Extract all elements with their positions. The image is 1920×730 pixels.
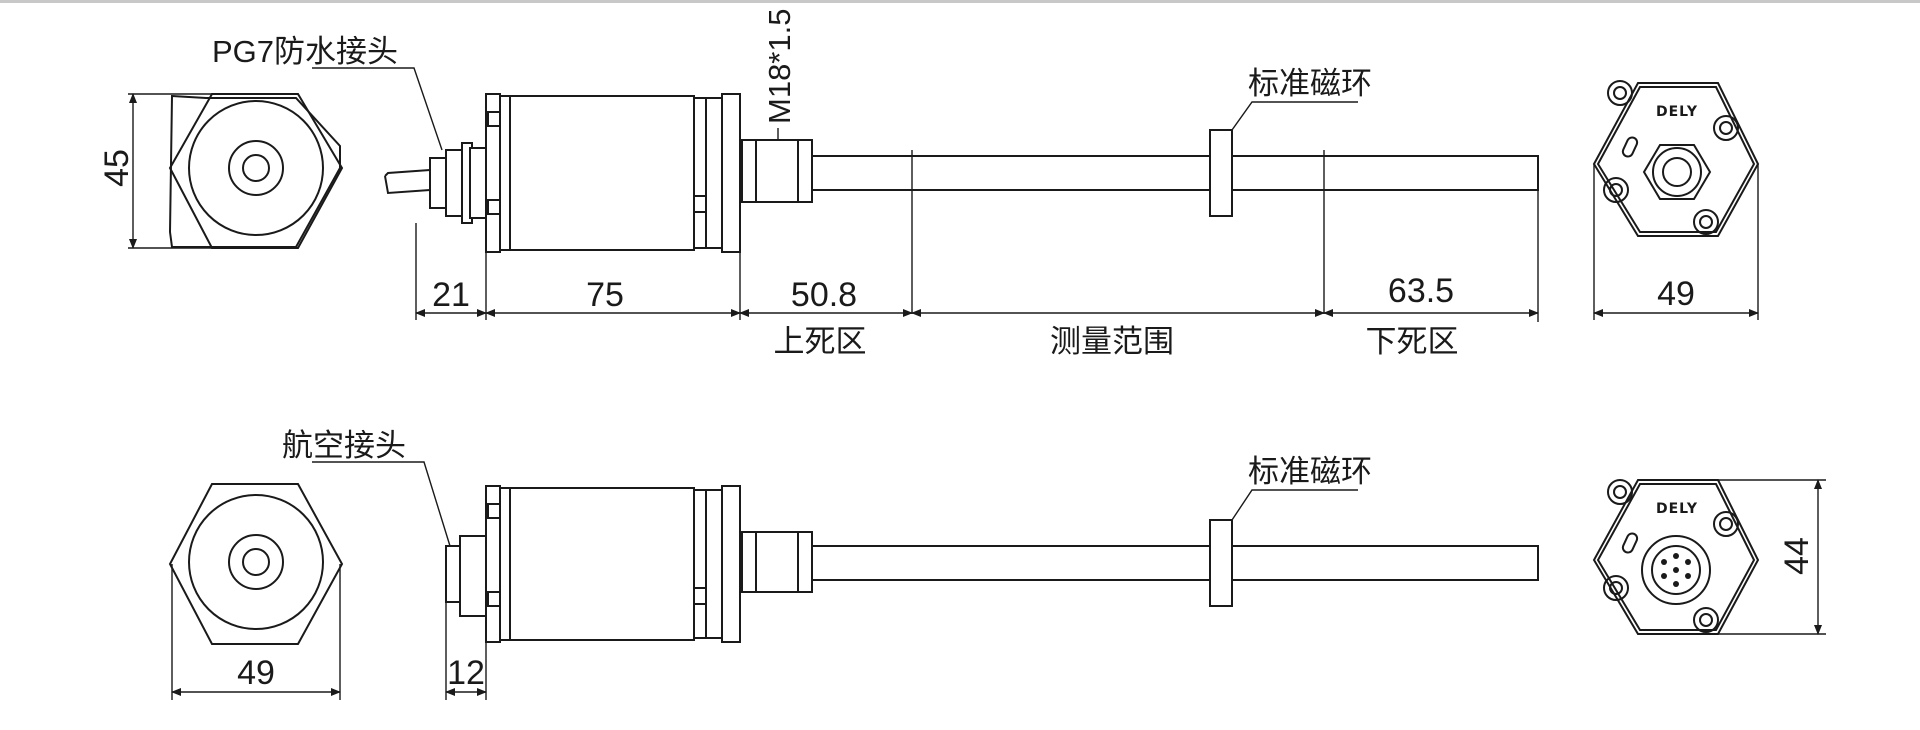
pg7-connector-label: PG7防水接头 xyxy=(212,34,398,69)
zone-upper-dead: 上死区 xyxy=(774,324,867,359)
top-dimension-chain: 21 75 50.8 63.5 上死区 测量范围 下死区 xyxy=(415,223,1539,359)
top-view: 45 xyxy=(98,9,1760,359)
dim-hex-height: 45 xyxy=(98,149,136,187)
pg7-connector xyxy=(384,142,489,224)
dim-lower-dead: 63.5 xyxy=(1388,272,1454,310)
dim-hex-width: 49 xyxy=(237,654,275,692)
aviation-connector-label: 航空接头 xyxy=(282,428,406,463)
top-callouts: PG7防水接头 M18*1.5 标准磁环 xyxy=(212,9,1372,151)
bottom-hex-front: 49 xyxy=(168,483,344,700)
top-brand-mark: DELY xyxy=(1656,104,1698,120)
bottom-housing xyxy=(485,485,813,643)
dim-upper-dead: 50.8 xyxy=(791,276,857,314)
bottom-brand-mark: DELY xyxy=(1656,501,1698,517)
dim-housing: 75 xyxy=(586,276,624,314)
zone-lower-dead: 下死区 xyxy=(1366,324,1459,359)
thread-label: M18*1.5 xyxy=(762,9,797,124)
top-rod xyxy=(811,129,1539,322)
dim-end-width: 49 xyxy=(1657,275,1695,313)
bottom-callouts: 航空接头 标准磁环 xyxy=(282,428,1372,547)
bottom-end-view: DELY 44 xyxy=(1592,479,1826,635)
dim-aviation-connector: 12 xyxy=(447,654,485,692)
top-housing xyxy=(485,93,813,253)
top-border xyxy=(0,0,1920,3)
bottom-rod xyxy=(811,519,1539,607)
zone-measure: 测量范围 xyxy=(1050,324,1174,359)
aviation-connector: 12 xyxy=(445,535,487,700)
top-hex-front: 45 xyxy=(98,93,344,249)
top-magnet-label: 标准磁环 xyxy=(1248,66,1372,101)
bottom-view: 49 12 xyxy=(168,428,1826,700)
dim-end-height: 44 xyxy=(1778,537,1816,575)
dim-connector: 21 xyxy=(432,276,470,314)
top-end-view: DELY 49 xyxy=(1592,80,1760,320)
bottom-magnet-label: 标准磁环 xyxy=(1248,454,1372,489)
